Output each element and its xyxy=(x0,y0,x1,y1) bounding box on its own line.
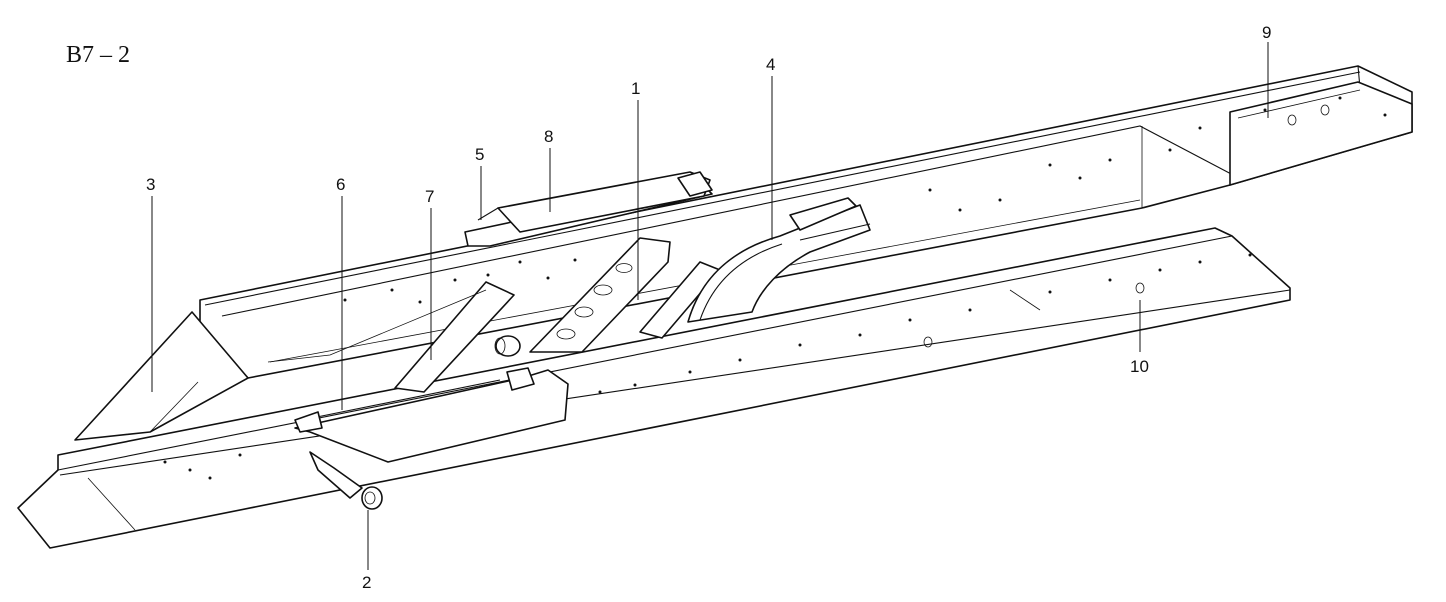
lower-rail-holes xyxy=(163,253,1252,480)
leader-lines xyxy=(151,42,1269,570)
callout-2: 2 xyxy=(362,573,371,592)
callout-5: 5 xyxy=(475,145,484,164)
cross-member-knob xyxy=(494,335,521,357)
callout-8: 8 xyxy=(544,127,553,146)
callout-3: 3 xyxy=(146,175,155,194)
callout-10: 10 xyxy=(1130,357,1149,376)
figure-code: B7 – 2 xyxy=(66,42,130,68)
arched-cross-member xyxy=(687,197,871,323)
perforated-cross-member xyxy=(529,237,721,353)
cross-brace xyxy=(267,281,515,393)
callout-7: 7 xyxy=(425,187,434,206)
callout-1: 1 xyxy=(631,79,640,98)
upper-rail-rear-extension xyxy=(1229,81,1413,186)
callout-9: 9 xyxy=(1262,23,1271,42)
upper-bracket xyxy=(464,171,713,247)
front-end-plate xyxy=(74,311,249,441)
callout-labels: 1 2 3 4 5 6 7 8 9 10 xyxy=(146,23,1271,592)
callout-4: 4 xyxy=(766,55,775,74)
upper-rail-holes xyxy=(343,96,1387,304)
towing-hook xyxy=(309,451,383,510)
callout-6: 6 xyxy=(336,175,345,194)
lower-side-rail xyxy=(17,227,1291,549)
lower-bracket xyxy=(294,367,569,463)
